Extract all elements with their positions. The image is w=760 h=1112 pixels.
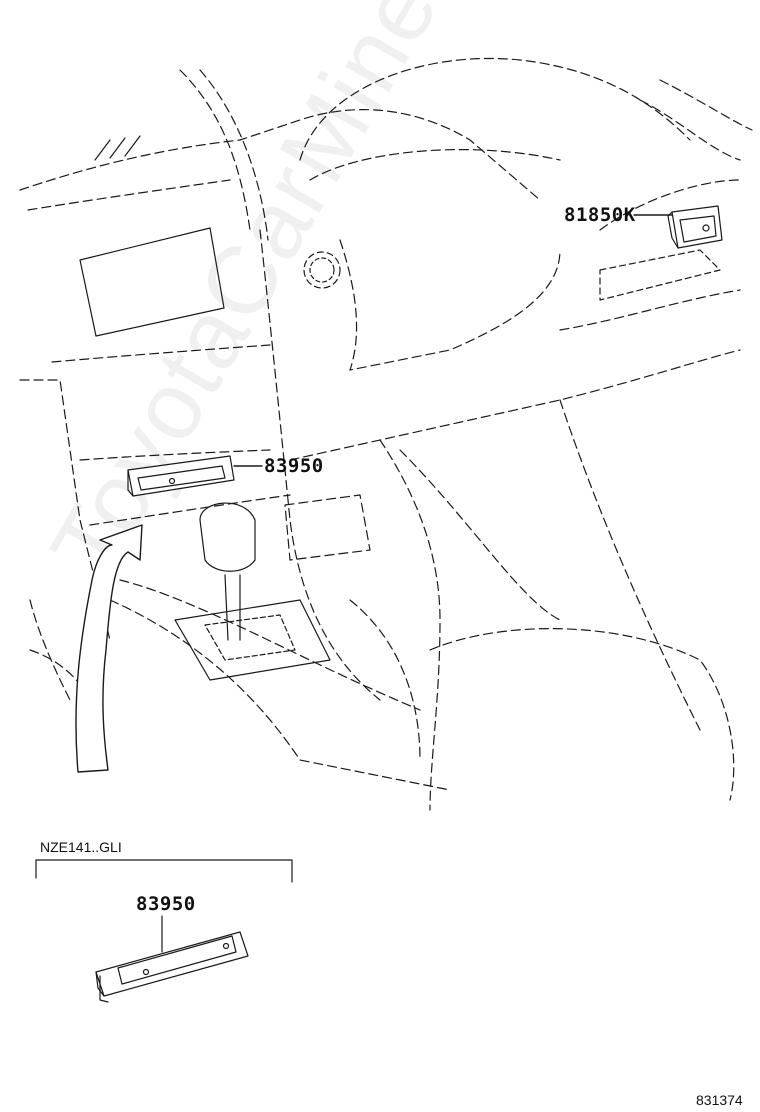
right-trim xyxy=(599,249,721,301)
console-side xyxy=(379,439,441,811)
dash-knob xyxy=(303,251,341,289)
seat xyxy=(429,628,735,801)
a-pillar-2 xyxy=(199,69,269,241)
part-label-83950-inset[interactable]: 83950 xyxy=(136,893,196,915)
diagram-id: 831374 xyxy=(696,1092,743,1108)
switch-81850k xyxy=(667,205,723,249)
console-box xyxy=(284,494,371,561)
instrument-hood xyxy=(299,57,691,161)
console-tray xyxy=(109,599,451,791)
center-stack-band-3 xyxy=(89,494,291,526)
lower-dash xyxy=(289,349,741,461)
switch-83950-inset xyxy=(95,931,249,1003)
dash-vents xyxy=(94,135,141,161)
part-label-81850k[interactable]: 81850K xyxy=(564,204,636,226)
center-stack-band xyxy=(51,344,271,363)
shift-shaft xyxy=(224,574,241,641)
seat-2 xyxy=(349,599,421,761)
glovebox-right xyxy=(599,179,741,231)
shift-knob xyxy=(199,502,256,572)
console-side-2 xyxy=(399,449,561,621)
lower-dash-2 xyxy=(559,289,741,331)
dash-upper-edge xyxy=(27,179,231,211)
dash-top-outline xyxy=(19,108,541,201)
shift-gate xyxy=(174,599,331,681)
center-stack-band-2 xyxy=(79,449,271,461)
shift-gate-inner xyxy=(204,614,296,661)
variant-label: NZE141..GLI xyxy=(40,839,122,855)
center-stack-right xyxy=(259,229,381,701)
right-pillar-2 xyxy=(659,79,753,131)
dash-knob-inner xyxy=(309,257,335,283)
location-arrow xyxy=(75,524,143,773)
right-pillar xyxy=(639,99,741,161)
part-label-83950[interactable]: 83950 xyxy=(264,455,324,477)
center-display xyxy=(79,227,225,337)
steering-column xyxy=(339,239,561,371)
a-pillar xyxy=(179,69,251,231)
console-tray-2 xyxy=(119,579,421,711)
instrument-hood-lower xyxy=(309,148,561,181)
knee-panel xyxy=(559,399,701,731)
switch-83950-main xyxy=(127,455,235,497)
left-floor xyxy=(29,599,71,701)
variant-bracket xyxy=(35,859,293,883)
